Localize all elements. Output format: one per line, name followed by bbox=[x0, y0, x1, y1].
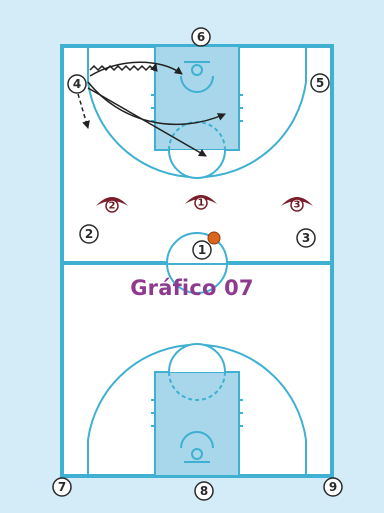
player-5: 5 bbox=[310, 73, 330, 93]
play-arrows bbox=[77, 61, 226, 157]
player-8-label: 8 bbox=[200, 484, 208, 498]
lane-marks-top bbox=[151, 94, 243, 122]
player-1: 1 bbox=[192, 240, 212, 260]
player-4-label: 4 bbox=[73, 77, 81, 91]
center-circle-bottom bbox=[166, 262, 228, 294]
player-7-label: 7 bbox=[58, 480, 66, 494]
defender-2: 2 bbox=[96, 197, 128, 213]
defender-1-label: 1 bbox=[198, 198, 205, 209]
defender-1: 1 bbox=[185, 195, 217, 210]
player-4: 4 bbox=[67, 74, 87, 94]
hoop-top bbox=[191, 64, 203, 76]
free-throw-circle-bottom-dashed bbox=[168, 371, 226, 401]
player-3-label: 3 bbox=[302, 231, 310, 245]
player-3: 3 bbox=[296, 228, 316, 248]
free-throw-circle-bottom bbox=[168, 343, 226, 373]
player-9: 9 bbox=[323, 477, 343, 497]
player-8: 8 bbox=[194, 481, 214, 501]
player-5-label: 5 bbox=[316, 76, 324, 90]
key-bottom bbox=[154, 371, 240, 477]
pass-arrow-to-post bbox=[89, 61, 183, 77]
free-throw-circle-top bbox=[168, 149, 226, 179]
player-2-label: 2 bbox=[85, 227, 93, 241]
diagram-caption: Gráfico 07 bbox=[130, 276, 254, 300]
dashed-arrow-to-corner bbox=[77, 93, 90, 129]
restricted-arc-bottom bbox=[180, 431, 214, 449]
player-6: 6 bbox=[191, 27, 211, 47]
dribble-arrow bbox=[89, 63, 158, 72]
player-2: 2 bbox=[79, 224, 99, 244]
curl-arrow-to-wing bbox=[87, 81, 226, 126]
defender-3-label: 3 bbox=[294, 200, 301, 211]
defender-2-label: 2 bbox=[109, 201, 116, 212]
bottom-half bbox=[87, 343, 307, 477]
player-1-label: 1 bbox=[198, 243, 206, 257]
basketball-icon bbox=[207, 231, 221, 245]
lane-marks-bottom bbox=[151, 399, 243, 427]
player-6-label: 6 bbox=[197, 30, 205, 44]
hoop-bottom bbox=[191, 448, 203, 460]
player-7: 7 bbox=[52, 477, 72, 497]
player-9-label: 9 bbox=[329, 480, 337, 494]
restricted-arc-top bbox=[180, 75, 214, 93]
defender-3: 3 bbox=[281, 197, 313, 212]
cut-arrow-to-free-throw bbox=[87, 87, 207, 157]
